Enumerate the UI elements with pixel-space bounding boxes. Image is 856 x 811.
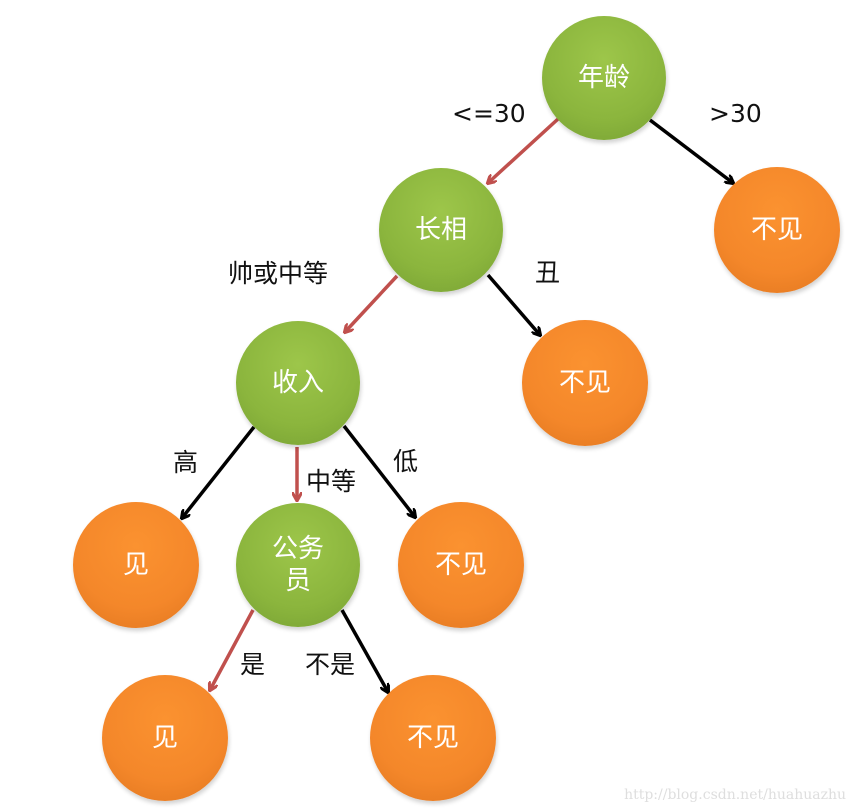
- edge-cs-yes: [210, 609, 255, 690]
- edge-label-age-gt30: >30: [709, 99, 762, 128]
- edge-income-high: [182, 425, 256, 518]
- edge-label-looks-good: 帅或中等: [228, 259, 329, 288]
- node-cs-yes: 见: [102, 675, 228, 801]
- edge-income-low: [342, 424, 415, 517]
- node-cs-yes-label: 见: [151, 723, 178, 753]
- node-civil-servant: 公务 员: [236, 503, 360, 627]
- node-looks-reject-label: 不见: [558, 368, 611, 398]
- edge-label-income-low: 低: [393, 447, 419, 476]
- edge-label-cs-no: 不是: [305, 650, 356, 679]
- node-income-low: 不见: [398, 502, 524, 628]
- node-age: 年龄: [542, 16, 666, 140]
- node-age-reject: 不见: [714, 167, 840, 293]
- edge-cs-no: [340, 609, 388, 692]
- edge-label-income-mid: 中等: [306, 467, 357, 496]
- watermark: http://blog.csdn.net/huahuazhu: [624, 787, 846, 803]
- edge-label-age-le30: <=30: [452, 99, 526, 128]
- node-civil-servant-line2: 员: [284, 566, 311, 596]
- edge-label-looks-ugly: 丑: [535, 258, 561, 287]
- node-income: 收入: [236, 321, 360, 445]
- node-looks-label: 长相: [414, 215, 467, 245]
- node-civil-servant-line1: 公务: [271, 534, 324, 564]
- edge-age-gt30: [648, 118, 733, 183]
- edge-label-cs-yes: 是: [240, 650, 266, 679]
- node-looks-reject: 不见: [522, 320, 648, 446]
- node-income-high-label: 见: [122, 550, 149, 580]
- node-income-label: 收入: [271, 368, 324, 398]
- node-cs-no-label: 不见: [406, 723, 459, 753]
- edge-label-income-high: 高: [173, 448, 199, 477]
- node-age-label: 年龄: [577, 63, 630, 93]
- node-income-high: 见: [73, 502, 199, 628]
- node-cs-no: 不见: [370, 675, 496, 801]
- node-age-reject-label: 不见: [750, 215, 803, 245]
- node-income-low-label: 不见: [434, 550, 487, 580]
- node-looks: 长相: [379, 168, 503, 292]
- edge-looks-ugly: [486, 273, 540, 335]
- edge-looks-good: [345, 274, 399, 332]
- edge-age-le30: [488, 117, 560, 183]
